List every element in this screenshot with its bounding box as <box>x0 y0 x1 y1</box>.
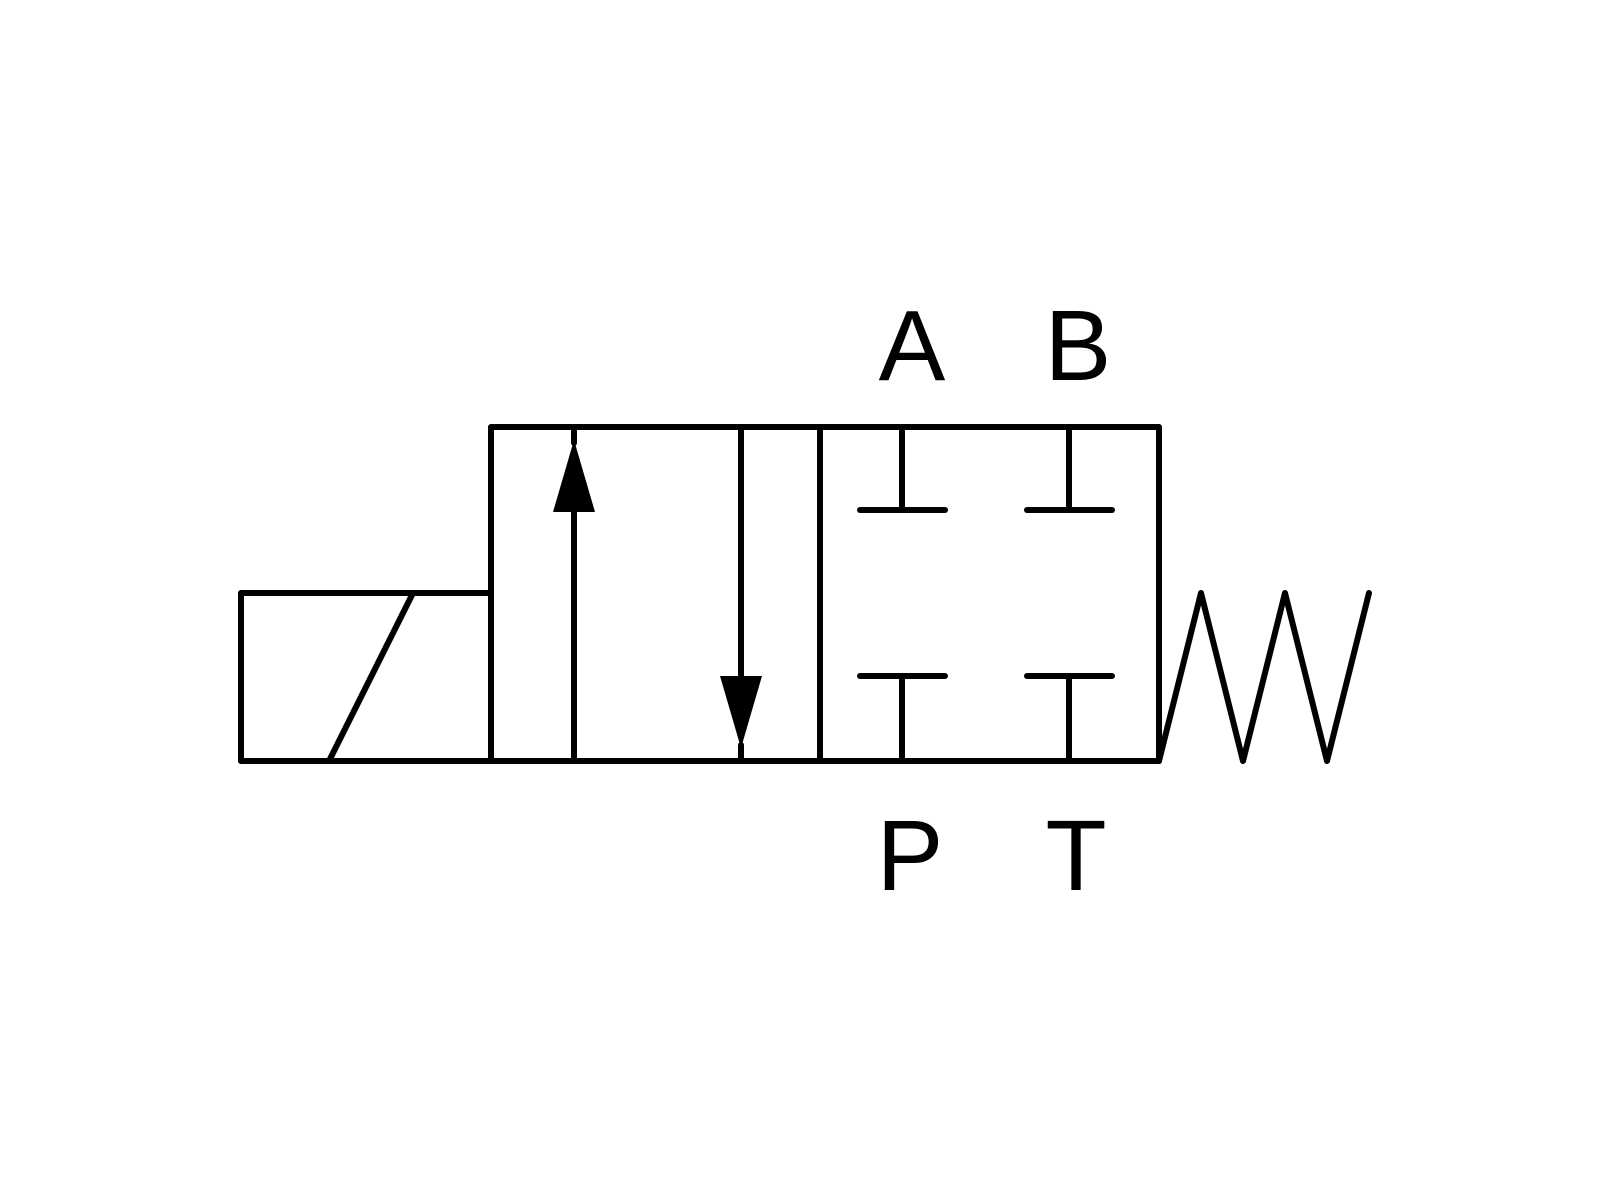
arrowhead-down <box>720 676 762 748</box>
flow-envelope <box>488 424 823 764</box>
port-b-label: B <box>1045 290 1112 402</box>
port-p-label: P <box>877 800 944 912</box>
blocked-port-a <box>857 424 948 513</box>
solenoid-icon <box>238 590 494 764</box>
blocked-envelope <box>817 424 1162 764</box>
blocked-port-p <box>857 673 948 764</box>
spring-return-icon <box>1156 590 1372 764</box>
blocked-port-b <box>1024 424 1115 513</box>
blocked-port-t <box>1024 673 1115 764</box>
port-a-label: A <box>879 290 946 402</box>
arrowhead-up <box>553 440 595 512</box>
port-t-label: T <box>1045 800 1106 912</box>
valve-body <box>488 424 1162 764</box>
